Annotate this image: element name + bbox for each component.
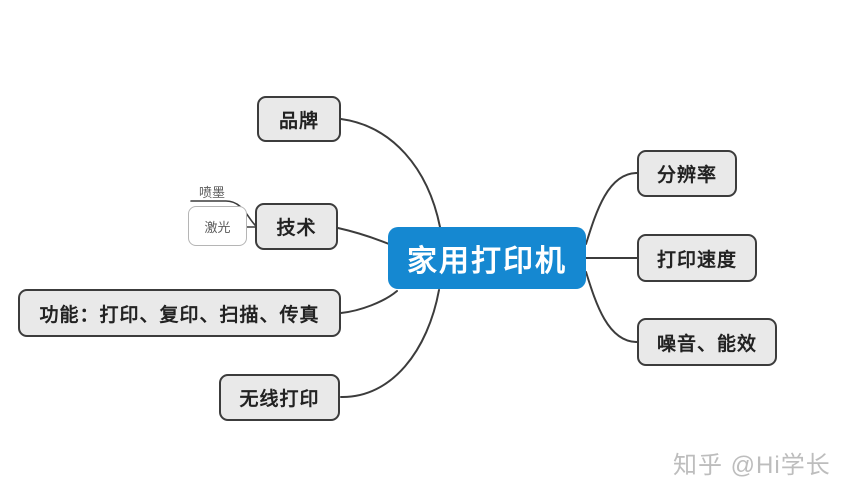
node-root: 家用打印机: [388, 227, 586, 289]
node-brand: 品牌: [257, 96, 341, 142]
node-resolution: 分辨率: [637, 150, 737, 197]
node-wireless-print: 无线打印: [219, 374, 340, 421]
node-laser: 激光: [188, 206, 247, 246]
edge-root-functions: [340, 290, 398, 314]
node-technology: 技术: [255, 203, 338, 250]
edge-root-technology: [337, 227, 390, 245]
node-inkjet: 喷墨: [198, 185, 225, 200]
node-noise-energy: 噪音、能效: [637, 318, 777, 366]
edge-root-wireless: [340, 289, 440, 399]
edge-root-noise-energy: [585, 271, 638, 343]
node-print-speed: 打印速度: [637, 234, 757, 282]
edge-root-brand: [340, 118, 441, 228]
node-functions: 功能：打印、复印、扫描、传真: [18, 289, 341, 337]
watermark: 知乎 @Hi学长: [673, 452, 831, 479]
edge-root-resolution: [585, 172, 638, 245]
